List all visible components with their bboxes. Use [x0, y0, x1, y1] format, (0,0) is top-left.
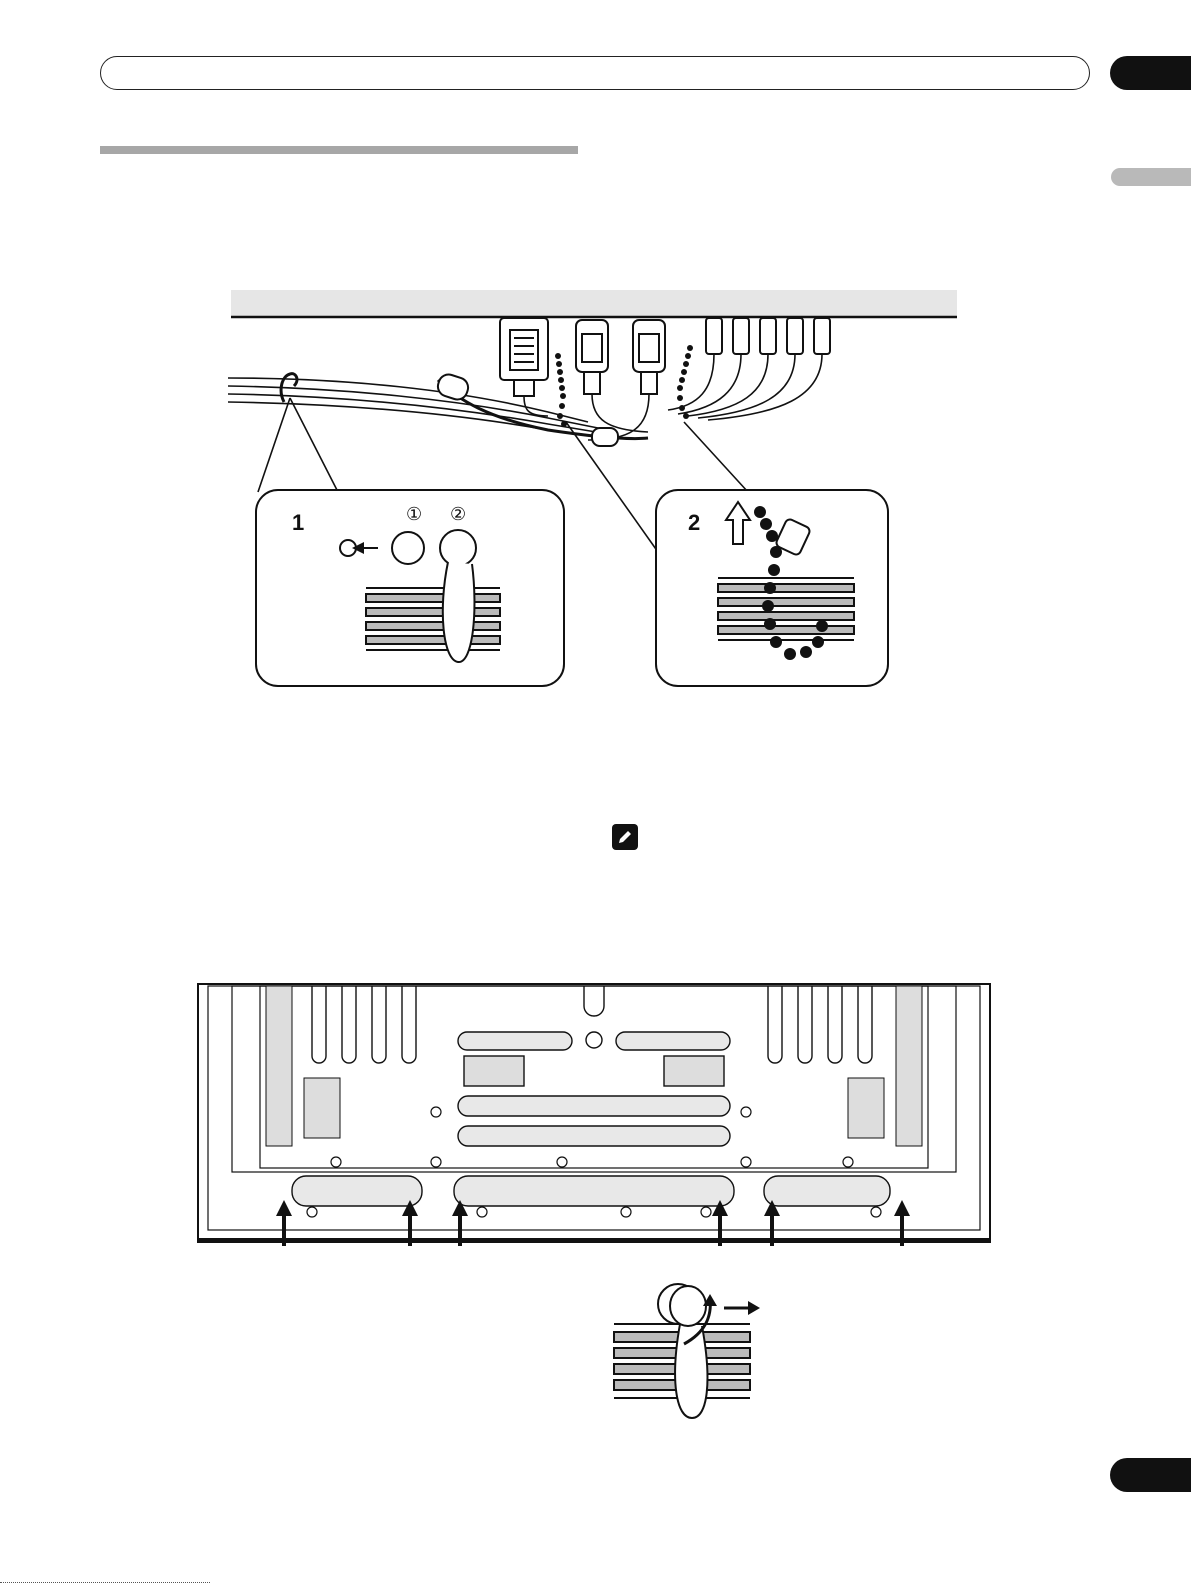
- note-pencil-icon: [612, 824, 638, 850]
- rear-panel-figure: [196, 982, 992, 1246]
- hdmi-connector-2: [633, 320, 665, 394]
- bead-band-right: [677, 345, 693, 419]
- language-tab: [1111, 168, 1191, 186]
- callout-1-marker-a: ①: [406, 504, 422, 524]
- chapter-tab: [1110, 56, 1191, 90]
- rca-connectors: [706, 318, 830, 354]
- panel-edge: [231, 290, 957, 316]
- section-heading-rule: [100, 146, 578, 154]
- clamp-release-figure: [610, 1280, 770, 1420]
- cable-routing-figure: 1 ① ② 2: [228, 290, 960, 690]
- dvi-connector: [500, 318, 548, 396]
- hdmi-connector-1: [576, 320, 608, 394]
- page-number-tab: [1110, 1458, 1191, 1492]
- callout-1-marker-b: ②: [450, 504, 466, 524]
- right-arrow-icon: [724, 1301, 760, 1315]
- callout-1-step: 1: [292, 510, 304, 535]
- header-bar: [100, 56, 1090, 90]
- callout-2-step: 2: [688, 510, 700, 535]
- footer-dotted-mark: [0, 1582, 210, 1584]
